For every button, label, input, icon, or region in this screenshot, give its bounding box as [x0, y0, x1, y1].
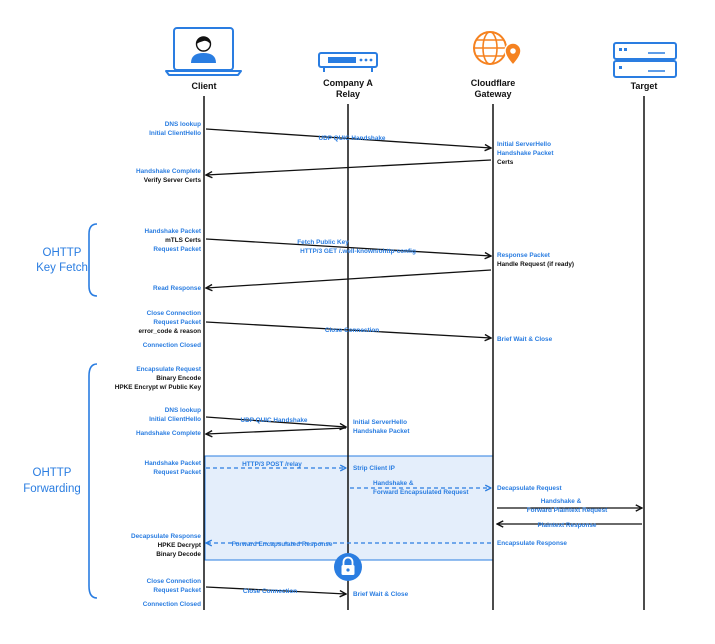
note-initial-serverhello: Initial ServerHello: [497, 141, 551, 148]
relay-label-line1: Company A: [323, 78, 373, 88]
note-close-connection: Close Connection: [147, 310, 201, 317]
note-strip-client-ip: Strip Client IP: [353, 465, 396, 472]
key-fetch-bracket: [88, 223, 98, 297]
note-initial-clienthello: Initial ClientHello: [149, 130, 201, 137]
gateway-label-line2: Gateway: [474, 89, 511, 99]
laptop-person-icon: [165, 27, 242, 76]
msg-close-connection-2: Close Connection: [243, 588, 297, 595]
note-initial-clienthello-2: Initial ClientHello: [149, 416, 201, 423]
msg-udp-quic-handshake: UDP QUIC Handshake: [318, 135, 385, 142]
note-connection-closed: Connection Closed: [143, 342, 201, 349]
note-dns-lookup: DNS lookup: [165, 121, 201, 128]
arrow-close-connection-gateway: [205, 321, 491, 338]
note-fw-handshake-packet: Handshake Packet: [145, 460, 202, 467]
note-cc-request-packet: Request Packet: [153, 319, 201, 326]
note-binary-decode: Binary Decode: [156, 551, 201, 558]
note-cc2-request-packet: Request Packet: [153, 587, 201, 594]
note-fw-request-packet: Request Packet: [153, 469, 201, 476]
forwarding-title-line2: Forwarding: [23, 483, 81, 495]
note-certs: Certs: [497, 159, 514, 166]
msg-forward-plaintext-request: Forward Plaintext Request: [527, 507, 608, 514]
note-relay-initial-serverhello: Initial ServerHello: [353, 419, 407, 426]
note-dns-lookup-2: DNS lookup: [165, 407, 201, 414]
arrow-relay-handshake-reply: [206, 427, 347, 434]
note-handshake-packet: Handshake Packet: [497, 150, 554, 157]
note-relay-handshake-packet: Handshake Packet: [353, 428, 410, 435]
note-hpke-encrypt: HPKE Encrypt w/ Public Key: [115, 384, 202, 391]
lock-icon: [334, 553, 362, 581]
arrow-close-connection-relay: [205, 586, 346, 594]
msg-forward-encapsulated-response: Forward Encapsulated Response: [232, 541, 333, 548]
note-connection-closed-2: Connection Closed: [143, 601, 201, 608]
note-kf-request-packet: Request Packet: [153, 246, 201, 253]
msg-udp-quic-handshake-2: UDP QUIC Handshake: [240, 417, 307, 424]
note-brief-wait-close: Brief Wait & Close: [497, 336, 553, 343]
note-error-code-reason: error_code & reason: [138, 328, 201, 335]
forwarding-bracket: [88, 363, 98, 599]
msg-close-connection: Close Connection: [325, 327, 379, 334]
msg-http3-post-relay: HTTP/3 POST /relay: [242, 461, 302, 468]
server-box-icon: [318, 52, 378, 72]
note-kf-handshake-packet: Handshake Packet: [145, 228, 202, 235]
msg-forward-encapsulated-request: Forward Encapsulated Request: [373, 489, 469, 496]
note-handshake-complete-2: Handshake Complete: [136, 430, 201, 437]
client-label: Client: [191, 81, 216, 91]
relay-label-line2: Relay: [336, 89, 360, 99]
note-response-packet: Response Packet: [497, 252, 551, 259]
forwarding-title-line1: OHTTP: [33, 467, 72, 479]
key-fetch-title-line1: OHTTP: [43, 247, 82, 259]
key-fetch-title-line2: Key Fetch: [36, 262, 88, 274]
note-read-response: Read Response: [153, 285, 201, 292]
server-rack-icon: [613, 42, 677, 78]
arrow-gateway-handshake-reply: [206, 159, 492, 175]
note-close-connection-2: Close Connection: [147, 578, 201, 585]
msg-fetch-public-key: Fetch Public Key: [297, 239, 349, 246]
msg-http3-get-ohttp-config: HTTP/3 GET /.well-known/ohttp-config: [300, 248, 416, 255]
note-binary-encode: Binary Encode: [156, 375, 201, 382]
note-decapsulate-response: Decapsulate Response: [131, 533, 201, 540]
arrow-fetch-public-key: [205, 238, 491, 256]
globe-location-pin-icon: [473, 31, 522, 67]
arrow-udp-quic-handshake: [205, 128, 491, 148]
note-encapsulate-response: Encapsulate Response: [497, 540, 567, 547]
arrow-udp-quic-handshake-relay: [205, 416, 346, 427]
note-encapsulate-request: Encapsulate Request: [136, 366, 202, 373]
msg-gateway-handshake-and: Handshake &: [541, 498, 582, 505]
target-label: Target: [631, 81, 658, 91]
arrow-key-response: [206, 269, 492, 288]
note-handshake-complete: Handshake Complete: [136, 168, 201, 175]
note-hpke-decrypt: HPKE Decrypt: [158, 542, 202, 549]
note-brief-wait-close-2: Brief Wait & Close: [353, 591, 409, 598]
gateway-label-line1: Cloudflare: [471, 78, 516, 88]
note-mtls-certs: mTLS Certs: [165, 237, 201, 244]
note-verify-server-certs: Verify Server Certs: [144, 177, 202, 184]
msg-relay-handshake-and: Handshake &: [373, 480, 414, 487]
msg-plaintext-response: Plaintext Response: [538, 522, 597, 529]
note-decapsulate-request: Decapsulate Request: [497, 485, 563, 492]
note-handle-request: Handle Request (if ready): [497, 261, 574, 268]
